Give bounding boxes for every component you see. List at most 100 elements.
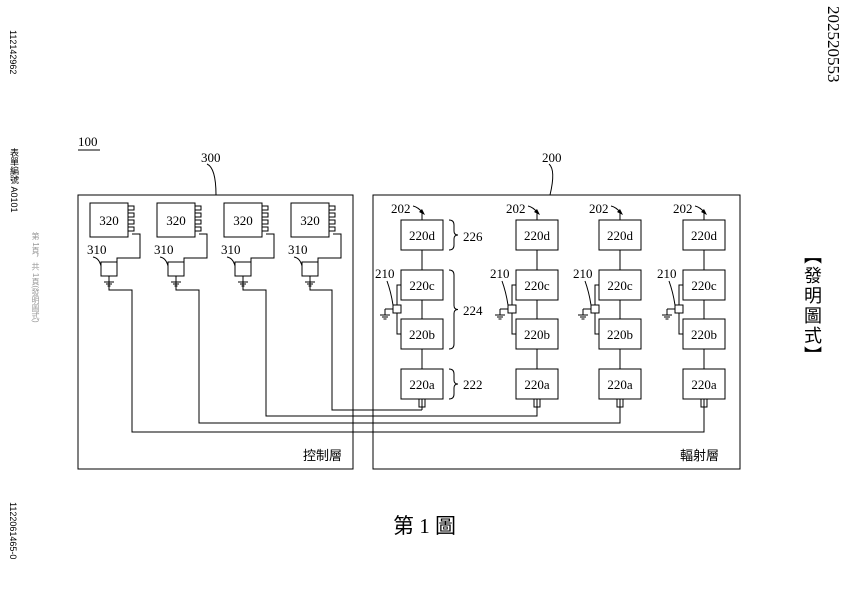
- switch-wire-bottom: [396, 313, 401, 335]
- switch-label: 210: [573, 266, 593, 281]
- control-wire: [116, 233, 141, 262]
- system-label: 100: [78, 134, 98, 149]
- element-220d: [598, 219, 642, 251]
- unit-label: 202: [589, 201, 609, 216]
- radiation-layer-ref: 200: [542, 150, 562, 165]
- margin-top-code: 112142962: [8, 30, 18, 75]
- controller-pin: [194, 205, 202, 211]
- controller-label: 320: [300, 213, 320, 228]
- element-label: 220c: [691, 278, 717, 293]
- ground-symbol: [662, 309, 672, 320]
- switch-wire-top: [678, 284, 683, 305]
- margin-bottom-code: 1122061465-0: [8, 502, 18, 560]
- switch-210: [392, 304, 402, 314]
- signal-bus-line: [242, 276, 538, 417]
- element-220b: [400, 318, 444, 350]
- switch-210: [590, 304, 600, 314]
- element-label: 220d: [524, 228, 551, 243]
- element-label: 220d: [691, 228, 718, 243]
- element-220b: [682, 318, 726, 350]
- ground-symbol: [380, 309, 390, 320]
- margin-form-code: 表單編號 A0101: [9, 148, 19, 213]
- switch-210: [507, 304, 517, 314]
- element-label: 220c: [607, 278, 633, 293]
- element-label: 220a: [691, 377, 717, 392]
- unit-arrowhead: [419, 209, 425, 215]
- controller-label: 320: [233, 213, 253, 228]
- margin-page-note: 第 1頁，共 1頁(發明圖式): [31, 232, 40, 323]
- control-wire: [317, 233, 342, 262]
- element-220b: [515, 318, 559, 350]
- switch-label: 310: [288, 242, 308, 257]
- ground-symbol: [578, 309, 588, 320]
- element-label: 220b: [524, 327, 550, 342]
- controller-pin: [127, 205, 135, 211]
- switch-label: 310: [154, 242, 174, 257]
- element-label: 220a: [409, 377, 435, 392]
- element-220c: [682, 269, 726, 301]
- element-label: 220c: [524, 278, 550, 293]
- switch-label: 310: [87, 242, 107, 257]
- control-layer-ref: 300: [201, 150, 221, 165]
- element-label: 220d: [409, 228, 436, 243]
- unit-arrowhead: [701, 209, 707, 215]
- element-220d: [400, 219, 444, 251]
- switch-210: [674, 304, 684, 314]
- signal-bus-line: [175, 276, 621, 424]
- element-220a: [598, 368, 642, 400]
- unit-label: 202: [391, 201, 411, 216]
- controller-pin: [194, 212, 202, 218]
- element-220c: [515, 269, 559, 301]
- radiation-unit: 220d 220c 220b 220a 202 210: [573, 201, 642, 410]
- signal-bus-line: [108, 276, 705, 433]
- controller-pin: [194, 226, 202, 232]
- switch-lead: [668, 280, 676, 306]
- element-label: 220c: [409, 278, 435, 293]
- switch-wire-bottom: [678, 313, 683, 335]
- controller-pin: [261, 205, 269, 211]
- element-label: 220b: [409, 327, 435, 342]
- element-label: 220a: [524, 377, 550, 392]
- switch-lead: [159, 256, 169, 267]
- controller-pin: [328, 212, 336, 218]
- control-layer-name: 控制層: [303, 448, 342, 463]
- element-label: 220d: [607, 228, 634, 243]
- element-220d: [682, 219, 726, 251]
- element-label: 220b: [607, 327, 633, 342]
- switch-lead: [226, 256, 236, 267]
- radiation-layer-lead: [548, 163, 554, 196]
- controller-pin: [127, 226, 135, 232]
- element-220c: [598, 269, 642, 301]
- radiation-layer-name: 輻射層: [680, 448, 719, 463]
- figure-caption: 第 1 圖: [393, 514, 456, 538]
- control-cell: 320 310: [288, 202, 342, 287]
- group-label-222: 222: [463, 377, 483, 392]
- brace-224: [448, 269, 459, 350]
- controller-pin: [261, 212, 269, 218]
- element-label: 220b: [691, 327, 717, 342]
- control-layer-box: [77, 194, 354, 470]
- controller-pin: [194, 219, 202, 225]
- element-label: 220a: [607, 377, 633, 392]
- control-cell: 320 310: [154, 202, 208, 287]
- brace-222: [448, 368, 459, 400]
- brace-226: [448, 219, 459, 251]
- switch-310: [100, 261, 118, 277]
- control-wire: [250, 233, 275, 262]
- publication-number: 202520553: [824, 6, 843, 83]
- switch-lead: [501, 280, 509, 306]
- switch-310: [301, 261, 319, 277]
- controller-pin: [328, 205, 336, 211]
- switch-lead: [584, 280, 592, 306]
- controller-pin: [328, 219, 336, 225]
- signal-bus-line: [309, 276, 422, 411]
- control-wire: [183, 233, 208, 262]
- switch-wire-bottom: [511, 313, 516, 335]
- group-label-226: 226: [463, 229, 483, 244]
- switch-310: [234, 261, 252, 277]
- controller-label: 320: [166, 213, 186, 228]
- switch-wire-top: [396, 284, 401, 305]
